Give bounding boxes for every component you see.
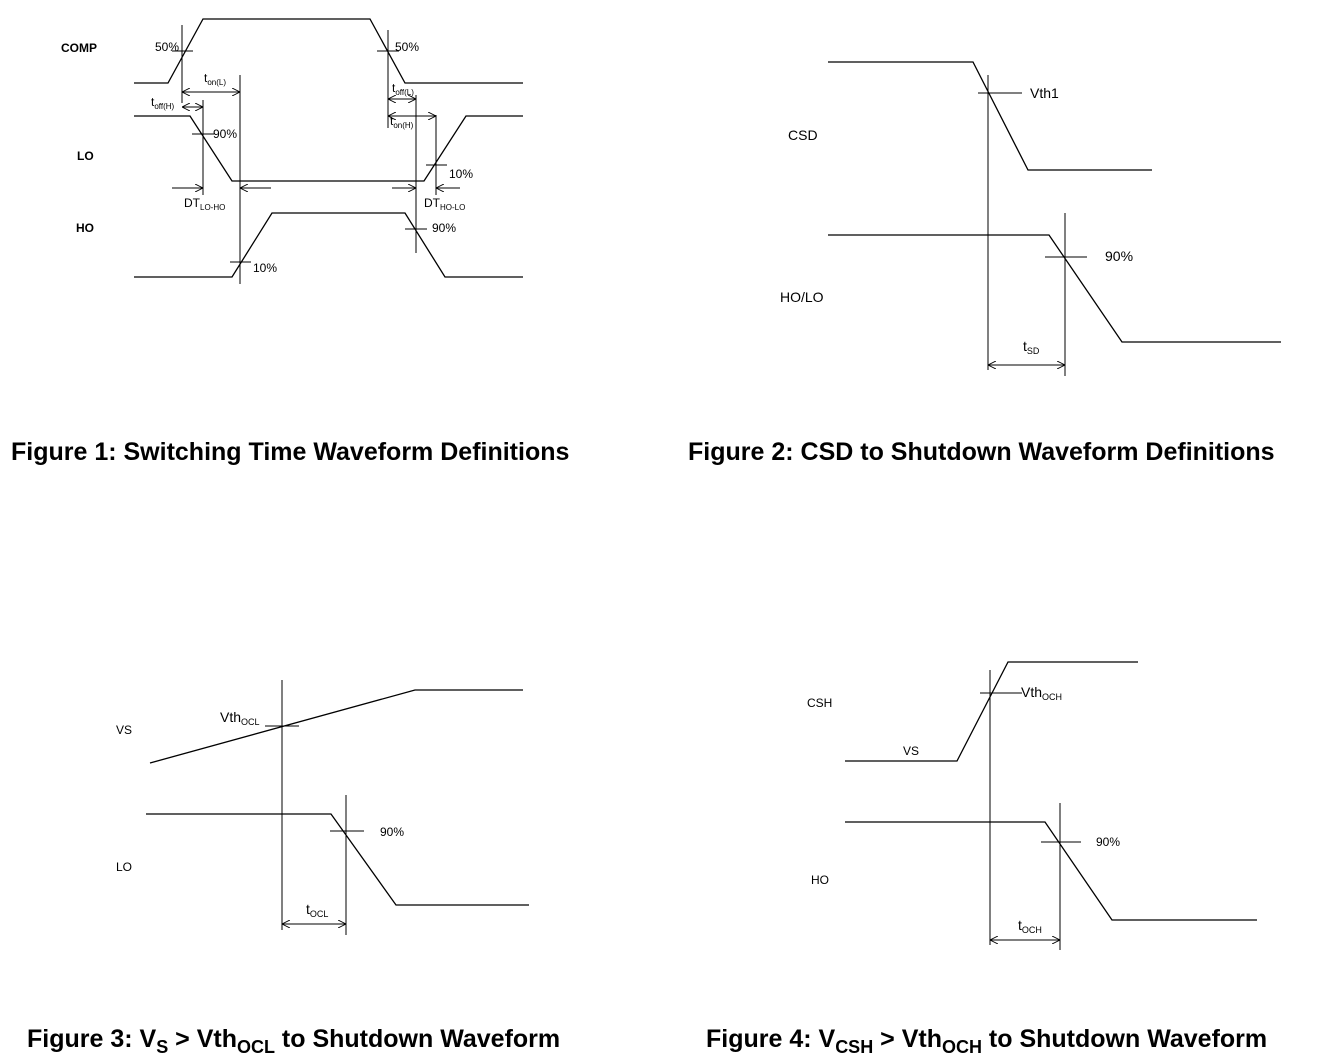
label-dt-lo-ho: DTLO-HO: [184, 196, 225, 212]
label-t-on-h: ton(H): [390, 114, 414, 130]
vs-waveform: [149, 689, 523, 764]
label-t-ocl: tOCL: [306, 901, 328, 919]
signal-label-holo: HO/LO: [780, 289, 824, 305]
label-t-on-l: ton(L): [204, 71, 226, 87]
ho-waveform: [134, 212, 523, 278]
pct-90: 90%: [380, 825, 404, 839]
label-t-och: tOCH: [1018, 917, 1042, 935]
label-vth1: Vth1: [1030, 85, 1059, 101]
lo-waveform: [134, 115, 523, 182]
label-t-off-l: toff(L): [392, 81, 414, 97]
signal-label-lo: LO: [77, 149, 94, 163]
signal-label-ho: HO: [76, 221, 94, 235]
label-vth-ocl: VthOCL: [220, 709, 260, 727]
figure-1: COMP LO HO 50% 50% 90% 10% 10% 90% ton(L…: [11, 18, 569, 466]
ho-waveform: [845, 821, 1257, 921]
pct-comp-left: 50%: [155, 40, 179, 54]
pct-90: 90%: [1096, 835, 1120, 849]
label-dt-ho-lo: DTHO-LO: [424, 196, 465, 212]
figure-1-caption: Figure 1: Switching Time Waveform Defini…: [11, 438, 569, 466]
figure-2-caption: Figure 2: CSD to Shutdown Waveform Defin…: [688, 438, 1275, 466]
csd-waveform: [828, 61, 1152, 171]
signal-label-vs: VS: [903, 744, 919, 758]
signal-label-ho: HO: [811, 873, 829, 887]
holo-waveform: [828, 234, 1281, 343]
figure-4: CSH VS HO VthOCH 90% tOCH Figure 4: VCSH…: [706, 661, 1267, 1057]
figure-3: VS LO VthOCL 90% tOCL Figure 3: VS > Vth…: [27, 680, 560, 1057]
signal-label-vs: VS: [116, 723, 132, 737]
pct-ho-rise: 10%: [253, 261, 277, 275]
label-t-off-h: toff(H): [151, 95, 175, 111]
pct-ho-fall: 90%: [432, 221, 456, 235]
label-vth-och: VthOCH: [1021, 684, 1062, 702]
label-t-sd: tSD: [1023, 338, 1040, 356]
signal-label-csd: CSD: [788, 127, 818, 143]
figure-2: CSD HO/LO Vth1 90% tSD Figure 2: CSD to …: [688, 61, 1281, 466]
pct-90: 90%: [1105, 248, 1133, 264]
signal-label-lo: LO: [116, 860, 132, 874]
lo-waveform: [146, 813, 529, 906]
signal-label-csh: CSH: [807, 696, 832, 710]
pct-lo-rise: 10%: [449, 167, 473, 181]
pct-lo-fall: 90%: [213, 127, 237, 141]
signal-label-comp: COMP: [61, 41, 97, 55]
comp-waveform: [134, 18, 523, 84]
pct-comp-right: 50%: [395, 40, 419, 54]
figure-3-caption: Figure 3: VS > VthOCL to Shutdown Wavefo…: [27, 1025, 560, 1057]
figure-4-caption: Figure 4: VCSH > VthOCH to Shutdown Wave…: [706, 1025, 1267, 1057]
csh-waveform: [845, 661, 1138, 762]
